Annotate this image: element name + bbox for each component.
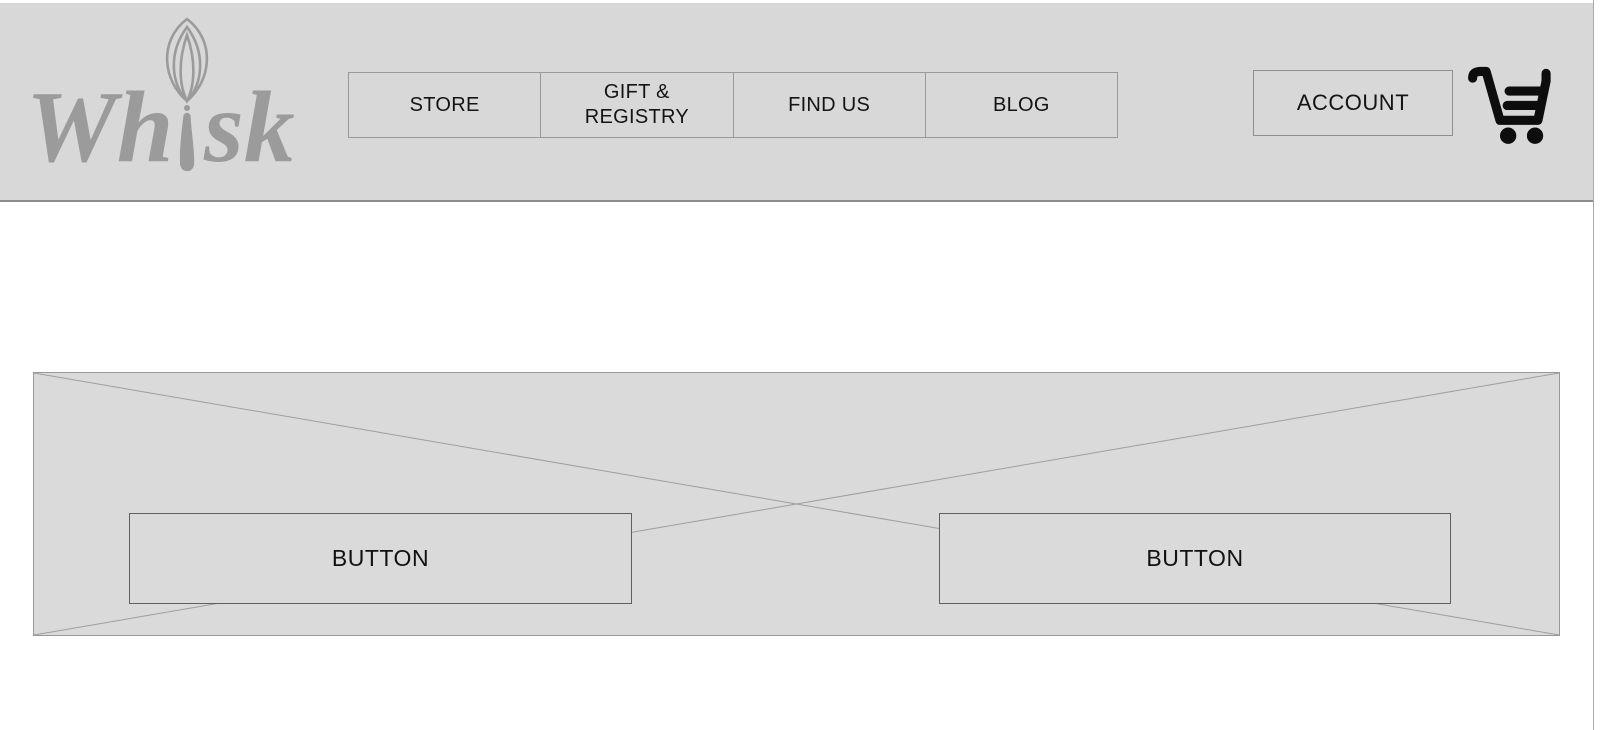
nav-item-gift-registry-label: GIFT & REGISTRY <box>584 81 690 128</box>
shopping-cart-icon <box>1468 66 1551 144</box>
nav-item-blog[interactable]: BLOG <box>924 73 1117 137</box>
hero-image-placeholder: BUTTON BUTTON <box>33 372 1560 636</box>
whisk-balloon <box>165 17 209 104</box>
cart-button[interactable] <box>1464 61 1560 149</box>
logo-text-left: Wh <box>30 71 173 184</box>
whisk-handle <box>179 105 195 172</box>
window-edge-line <box>1593 0 1594 730</box>
whisk-icon: Wh sk <box>26 17 295 184</box>
nav-item-find-us-label: FIND US <box>788 93 871 116</box>
nav-item-store-label: STORE <box>409 93 480 116</box>
hero-button-left-label: BUTTON <box>331 545 430 571</box>
nav-item-gift-registry[interactable]: GIFT & REGISTRY <box>540 73 732 137</box>
nav-item-blog-label: BLOG <box>992 93 1050 116</box>
hero-button-right[interactable]: BUTTON <box>939 513 1451 604</box>
account-button[interactable]: ACCOUNT <box>1253 70 1453 136</box>
hero-button-right-label: BUTTON <box>1146 545 1244 571</box>
main-nav: STORE GIFT & REGISTRY FIND US BLOG <box>348 72 1118 138</box>
account-button-label: ACCOUNT <box>1296 90 1410 115</box>
logo-text-right: sk <box>203 71 295 184</box>
nav-item-find-us[interactable]: FIND US <box>732 73 925 137</box>
site-header: Wh sk STORE <box>0 3 1593 202</box>
hero-button-left[interactable]: BUTTON <box>129 513 632 604</box>
logo[interactable]: Wh sk <box>26 9 310 191</box>
nav-item-store[interactable]: STORE <box>349 73 540 137</box>
